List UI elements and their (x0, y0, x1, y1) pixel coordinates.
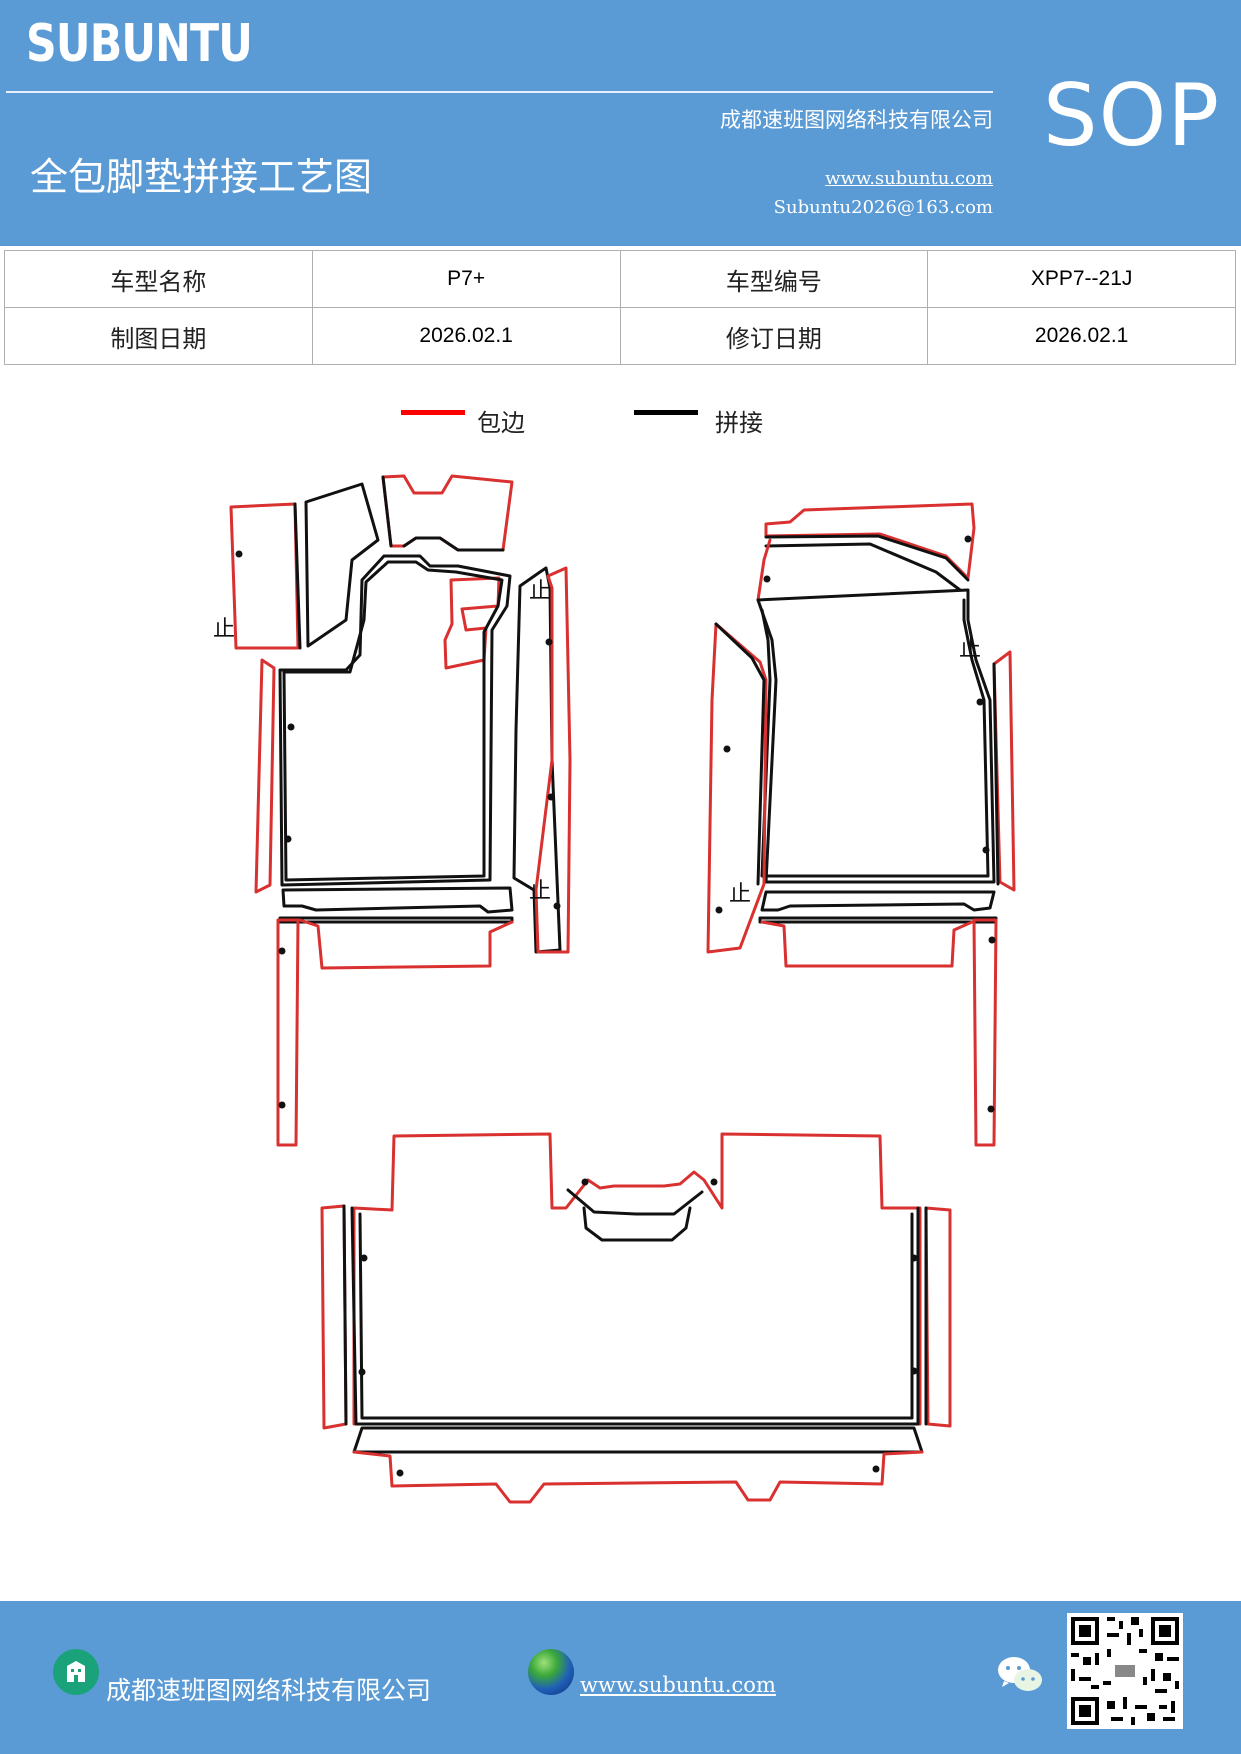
page-title: 全包脚垫拼接工艺图 (30, 155, 373, 199)
driver-pedal-seam (381, 475, 505, 552)
revision-date-label: 修订日期 (619, 307, 929, 365)
driver-seam-panel (304, 482, 380, 648)
passenger-left-strip (706, 622, 768, 954)
fastener-dots (235, 535, 996, 1477)
drawing-date-label: 制图日期 (4, 307, 313, 365)
passenger-left-edge (756, 538, 772, 602)
passenger-front-trim-black (760, 890, 996, 912)
rear-left-edge-strip (320, 1204, 348, 1430)
rear-main-seam-inner (358, 1212, 914, 1420)
sop-badge: SOP (1043, 66, 1221, 166)
passenger-front-trim-strip (758, 916, 998, 924)
rear-main-seam (350, 1206, 920, 1426)
rear-hump-seam (566, 1188, 704, 1216)
stop-mark: 止 (959, 637, 981, 662)
legend-edge-label: 包边 (477, 409, 525, 437)
rear-right-edge-strip (924, 1206, 952, 1428)
model-name-label: 车型名称 (4, 250, 313, 308)
wechat-icon (996, 1653, 1044, 1697)
passenger-front-edge-piece (760, 920, 974, 968)
passenger-main-mat (756, 588, 996, 884)
brand-logo: SUBUNTU (26, 14, 253, 74)
driver-outer-panel (229, 502, 300, 650)
legend-seam-label: 拼接 (715, 409, 763, 437)
driver-main-mat-inner (282, 560, 504, 882)
rear-mat-outline (352, 1132, 922, 1426)
rear-hump-piece (582, 1206, 692, 1242)
stop-mark: 止 (729, 882, 751, 907)
passenger-top-seam-inner (764, 542, 962, 592)
passenger-main-mat-inner (760, 598, 990, 878)
driver-outer-panel-seam (293, 502, 302, 650)
table-row: 制图日期 2026.02.1 修订日期 2026.02.1 (4, 307, 1236, 365)
driver-front-trim-black (281, 886, 514, 914)
driver-right-side-strip (512, 566, 562, 954)
stop-mark: 止 (529, 879, 551, 904)
drawing-date-value: 2026.02.1 (311, 307, 621, 365)
footer-company-name: 成都速班图网络科技有限公司 (106, 1676, 432, 1705)
globe-icon (528, 1649, 574, 1695)
driver-main-mat (278, 554, 512, 887)
header-website-link[interactable]: www.subuntu.com (825, 168, 993, 189)
driver-front-trim-strip (278, 916, 514, 924)
rear-left-edge-seam (342, 1204, 348, 1426)
model-code-value: XPP7--21J (927, 250, 1236, 308)
passenger-top-seam-outer (764, 534, 970, 582)
passenger-top-panel (764, 502, 976, 580)
revision-date-value: 2026.02.1 (927, 307, 1236, 365)
vehicle-info-table: 车型名称 P7+ 车型编号 XPP7--21J 制图日期 2026.02.1 修… (4, 250, 1236, 365)
rear-front-edge-piece (352, 1450, 924, 1504)
model-name-value: P7+ (311, 250, 621, 308)
passenger-right-edge-seam (992, 662, 1000, 886)
header-divider (6, 91, 993, 93)
table-row: 车型名称 P7+ 车型编号 XPP7--21J (4, 250, 1236, 308)
stop-mark: 止 (213, 617, 235, 642)
stop-mark: 止 (529, 579, 551, 604)
header-email: Subuntu2026@163.com (773, 197, 993, 218)
floor-mat-diagram: 止 止 止 止 止 (213, 474, 1016, 1504)
building-icon (53, 1649, 99, 1695)
header-company-name: 成都速班图网络科技有限公司 (720, 108, 993, 132)
footer-website-link[interactable]: www.subuntu.com (580, 1673, 776, 1697)
passenger-left-strip-seam (714, 622, 766, 886)
model-code-label: 车型编号 (619, 250, 929, 308)
qr-code[interactable] (1067, 1613, 1183, 1729)
header-banner: SUBUNTU SOP 成都速班图网络科技有限公司 全包脚垫拼接工艺图 www.… (0, 0, 1241, 246)
passenger-rear-edge-strip (972, 918, 998, 1147)
driver-pedal-area (381, 474, 514, 552)
driver-left-side-strip (254, 658, 276, 894)
driver-rear-edge-piece (298, 918, 514, 970)
legend-seam-swatch (634, 410, 698, 415)
footer-banner: 成都速班图网络科技有限公司 www.subuntu.com (0, 1601, 1241, 1754)
rear-front-trim-black (352, 1426, 924, 1454)
driver-right-edge-strip (534, 566, 572, 954)
legend-edge-swatch (401, 410, 465, 415)
driver-rear-edge-strip (276, 918, 300, 1147)
